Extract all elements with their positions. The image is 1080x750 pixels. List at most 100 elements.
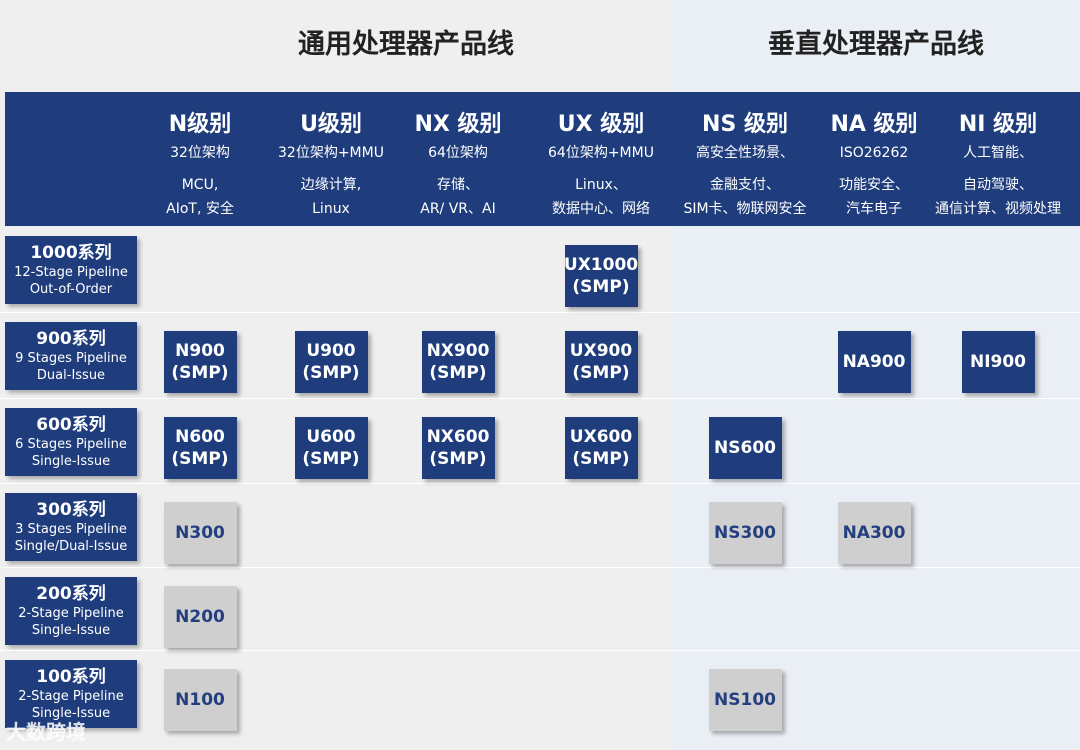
series-name: 1000系列 — [30, 242, 112, 263]
level-description: ISO26262 — [839, 145, 909, 161]
processor-cell[interactable]: U600(SMP) — [294, 417, 368, 479]
processor-name: NA300 — [842, 523, 906, 543]
level-title: U级别 — [300, 112, 362, 137]
processor-cell[interactable]: NS300 — [708, 502, 782, 564]
processor-cell[interactable]: UX900(SMP) — [564, 331, 638, 393]
processor-name: N900 — [175, 341, 225, 361]
processor-name: U900 — [306, 341, 356, 361]
processor-name: U600 — [306, 427, 356, 447]
processor-cell[interactable]: UX600(SMP) — [564, 417, 638, 479]
processor-name: N300 — [175, 523, 225, 543]
level-description: 汽车电子 — [846, 201, 902, 217]
processor-cell[interactable]: NI900 — [961, 331, 1035, 393]
processor-name: (SMP) — [171, 449, 229, 469]
series-name: 600系列 — [36, 414, 106, 435]
processor-cell[interactable]: U900(SMP) — [294, 331, 368, 393]
series-pipeline: 2-Stage Pipeline — [18, 605, 124, 621]
series-pipeline: Single/Dual-Issue — [14, 538, 128, 554]
processor-name: (SMP) — [302, 449, 360, 469]
processor-cell[interactable]: NX900(SMP) — [421, 331, 495, 393]
series-pipeline: Out-of-Order — [29, 281, 113, 297]
series-name: 300系列 — [36, 499, 106, 520]
processor-cell[interactable]: NA900 — [837, 331, 911, 393]
level-title: NA 级别 — [830, 112, 918, 137]
processor-name: NX600 — [426, 427, 490, 447]
processor-name: NS100 — [714, 690, 776, 710]
level-description: 金融支付、 — [710, 177, 780, 193]
series-pipeline: Single-Issue — [31, 453, 111, 469]
processor-cell[interactable]: UX1000(SMP) — [563, 245, 639, 307]
row-divider — [0, 398, 1080, 399]
processor-name: (SMP) — [429, 363, 487, 383]
series-pipeline: 2-Stage Pipeline — [18, 688, 124, 704]
series-name: 100系列 — [36, 666, 106, 687]
level-title: NI 级别 — [958, 112, 1038, 137]
processor-cell[interactable]: N900(SMP) — [163, 331, 237, 393]
series-pipeline: 12-Stage Pipeline — [14, 264, 128, 280]
level-description: 功能安全、 — [839, 177, 909, 193]
processor-name: (SMP) — [429, 449, 487, 469]
level-description: AIoT, 安全 — [166, 201, 234, 217]
level-description: SIM卡、物联网安全 — [683, 201, 807, 217]
processor-cell[interactable]: NX600(SMP) — [421, 417, 495, 479]
processor-name: NS300 — [714, 523, 776, 543]
processor-name: (SMP) — [171, 363, 229, 383]
level-header-band — [5, 92, 1080, 226]
level-description: 边缘计算, — [300, 177, 362, 193]
processor-cell[interactable]: N200 — [163, 586, 237, 648]
level-description: 人工智能、 — [963, 145, 1033, 161]
processor-name: N200 — [175, 607, 225, 627]
series-pipeline: Dual-Issue — [36, 367, 106, 383]
processor-name: (SMP) — [302, 363, 360, 383]
processor-cell[interactable]: NS100 — [708, 669, 782, 731]
processor-cell[interactable]: N600(SMP) — [163, 417, 237, 479]
series-pipeline: 6 Stages Pipeline — [15, 436, 127, 452]
processor-name: UX900 — [569, 341, 633, 361]
level-description: 64位架构 — [428, 145, 488, 161]
series-name: 900系列 — [36, 328, 106, 349]
level-description: 32位架构 — [170, 145, 230, 161]
level-description: MCU, — [181, 177, 219, 193]
processor-name: (SMP) — [572, 363, 630, 383]
series-pipeline: Single-Issue — [31, 705, 111, 721]
processor-cell[interactable]: N100 — [163, 669, 237, 731]
processor-cell[interactable]: NA300 — [837, 502, 911, 564]
processor-name: UX600 — [569, 427, 633, 447]
processor-name: (SMP) — [572, 277, 630, 297]
processor-name: NX900 — [426, 341, 490, 361]
processor-cell[interactable]: N300 — [163, 502, 237, 564]
row-divider — [0, 567, 1080, 568]
level-description: 通信计算、视频处理 — [935, 201, 1061, 217]
processor-cell[interactable]: NS600 — [708, 417, 782, 479]
level-title: NX 级别 — [414, 112, 502, 137]
vertical-line-title: 垂直处理器产品线 — [768, 29, 984, 60]
series-pipeline: Single-Issue — [31, 622, 111, 638]
processor-name: NI900 — [969, 352, 1027, 372]
processor-name: UX1000 — [563, 255, 639, 275]
level-description: 自动驾驶、 — [963, 177, 1033, 193]
row-divider — [0, 650, 1080, 651]
level-description: Linux、 — [575, 177, 627, 193]
level-title: UX 级别 — [557, 112, 645, 137]
level-title: N级别 — [168, 112, 232, 137]
processor-name: N100 — [175, 690, 225, 710]
level-description: 高安全性场景、 — [696, 145, 794, 161]
processor-name: NA900 — [842, 352, 906, 372]
series-pipeline: 3 Stages Pipeline — [15, 521, 127, 537]
level-description: AR/ VR、AI — [420, 201, 496, 217]
row-divider — [0, 483, 1080, 484]
processor-name: NS600 — [714, 438, 776, 458]
level-title: NS 级别 — [702, 112, 788, 137]
level-description: 32位架构+MMU — [278, 145, 384, 161]
series-name: 200系列 — [36, 583, 106, 604]
watermark: 大数跨境 — [6, 720, 86, 744]
row-divider — [0, 312, 1080, 313]
level-description: 64位架构+MMU — [548, 145, 654, 161]
